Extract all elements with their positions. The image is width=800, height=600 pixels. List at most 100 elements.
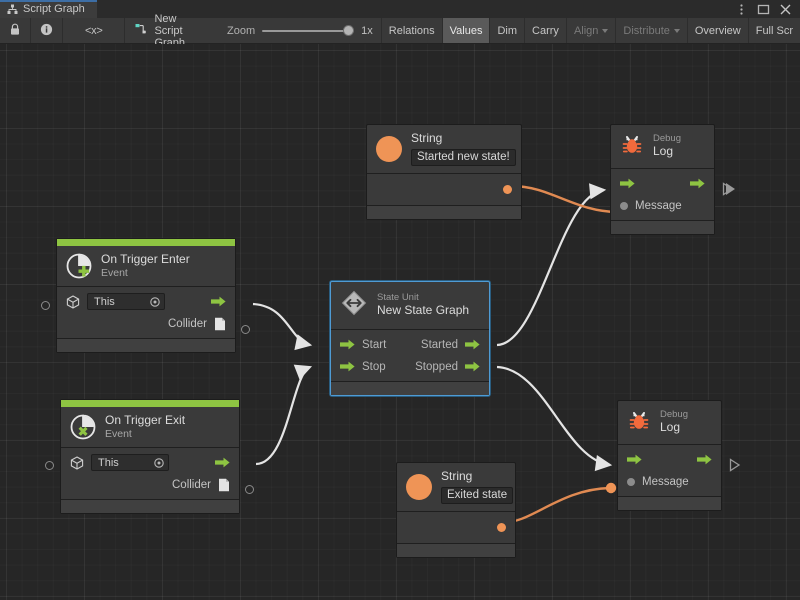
flow-output-port[interactable] (215, 457, 230, 468)
message-input-port[interactable]: Message (627, 476, 689, 488)
node-string-bottom[interactable]: String Exited state (396, 462, 516, 559)
port-row-output (367, 181, 521, 198)
data-port-dot (497, 523, 506, 533)
port-row-stop: Stop Stopped (331, 358, 489, 375)
target-input-port[interactable]: This (70, 454, 169, 471)
toolbar-menu-label: Values (449, 24, 483, 37)
cube-icon (70, 455, 84, 470)
tab-label: Script Graph (23, 3, 85, 15)
start-input-port[interactable]: Start (340, 339, 386, 351)
data-port-dot (503, 185, 512, 195)
string-output-port[interactable] (503, 185, 512, 195)
port-label: Message (642, 475, 689, 488)
message-input-port[interactable]: Message (620, 200, 682, 212)
object-picker-icon[interactable] (150, 296, 160, 307)
node-on-trigger-enter[interactable]: On Trigger Enter Event This (56, 238, 236, 353)
chevron-down-icon (673, 28, 680, 33)
toolbar-menu-label: Dim (497, 24, 518, 37)
zoom-slider-track (262, 29, 355, 32)
flow-output-marker[interactable] (726, 183, 735, 195)
node-footer (367, 205, 521, 220)
toolbar-menu-carry[interactable]: Carry (524, 18, 566, 43)
port-label: Stop (362, 360, 386, 373)
graph-name-field[interactable]: New Script Graph (125, 13, 219, 49)
flow-input-port[interactable] (627, 454, 642, 465)
target-value: This (94, 295, 115, 308)
toolbar-menu-overview[interactable]: Overview (686, 18, 748, 43)
string-output-port[interactable] (497, 523, 506, 533)
cube-icon (66, 294, 80, 309)
state-unit-icon (340, 289, 368, 322)
graph-toolbar: <x> New Script Graph Zoom 1x Relations (0, 13, 800, 49)
node-on-trigger-exit[interactable]: On Trigger Exit Event This (60, 399, 240, 514)
toolbar-menu-align[interactable]: Align (565, 18, 615, 43)
wire-dot-target (605, 482, 617, 494)
zoom-slider-knob[interactable] (343, 25, 355, 36)
port-label: Message (635, 199, 682, 212)
collider-output-port[interactable]: Collider (168, 317, 226, 331)
zoom-value: 1x (361, 24, 373, 37)
arrow-right-icon (627, 454, 642, 465)
info-button[interactable] (31, 18, 63, 43)
close-icon[interactable] (779, 3, 792, 16)
tab-script-graph[interactable]: Script Graph (0, 0, 97, 18)
target-input-port[interactable]: This (66, 293, 165, 310)
stopped-output-port[interactable]: Stopped (415, 361, 480, 373)
toolbar-menu-dim[interactable]: Dim (489, 18, 524, 43)
node-title: New State Graph (377, 303, 470, 318)
node-string-top[interactable]: String Started new state! (366, 124, 522, 221)
flow-output-port[interactable] (697, 454, 712, 465)
flow-output-arrow-outline[interactable] (722, 182, 734, 196)
toolbar-menu-relations[interactable]: Relations (380, 18, 442, 43)
target-input-marker[interactable] (41, 301, 50, 310)
lock-button[interactable] (0, 18, 31, 43)
arrow-right-icon (465, 339, 480, 350)
arrow-right-icon (215, 457, 230, 468)
flow-output-arrow-outline[interactable] (729, 458, 741, 472)
wire-stopped-to-log-bottom (496, 365, 613, 472)
toolbar-menu-values[interactable]: Values (441, 18, 490, 43)
zoom-label: Zoom (227, 24, 256, 37)
flow-output-port[interactable] (211, 296, 226, 307)
target-dropdown[interactable]: This (91, 454, 169, 471)
node-body: Start Started Stop (331, 329, 489, 381)
node-title: String (411, 131, 443, 145)
target-value: This (98, 456, 119, 469)
event-accent-bar (61, 400, 239, 407)
node-title: On Trigger Exit (105, 413, 186, 428)
string-value-input[interactable]: Exited state (441, 486, 514, 505)
port-row-flow (618, 451, 721, 468)
flow-output-port[interactable] (690, 178, 705, 189)
collider-output-port[interactable]: Collider (172, 478, 230, 492)
maximize-icon[interactable] (757, 3, 770, 16)
node-debug-log-bottom[interactable]: Debug Log (617, 400, 722, 511)
target-input-marker[interactable] (45, 461, 54, 470)
target-dropdown[interactable]: This (87, 293, 165, 310)
node-debug-log-top[interactable]: Debug Log (610, 124, 715, 235)
port-row-target: This (57, 293, 235, 310)
string-value-input[interactable]: Started new state! (411, 148, 516, 167)
node-state-unit[interactable]: State Unit New State Graph Start Started (330, 281, 490, 396)
toolbar-menu-fullscreen[interactable]: Full Scr (747, 18, 800, 43)
event-plus-icon (66, 253, 92, 279)
node-header: String Started new state! (367, 125, 521, 173)
code-button[interactable]: <x> (63, 18, 126, 43)
graph-hierarchy-icon (7, 4, 18, 15)
kebab-menu-icon[interactable] (735, 3, 748, 16)
toolbar-menu-distribute[interactable]: Distribute (615, 18, 686, 43)
node-header: Debug Log (611, 125, 714, 168)
stop-input-port[interactable]: Stop (340, 361, 386, 373)
node-footer (397, 543, 515, 558)
toolbar-menu-label: Distribute (623, 24, 670, 37)
node-title: On Trigger Enter (101, 252, 190, 267)
graph-canvas[interactable]: String Started new state! (0, 44, 800, 600)
started-output-port[interactable]: Started (421, 339, 480, 351)
collider-output-marker[interactable] (241, 325, 250, 334)
collider-output-marker[interactable] (245, 485, 254, 494)
flow-input-port[interactable] (620, 178, 635, 189)
script-graph-icon (135, 23, 148, 39)
node-header: String Exited state (397, 463, 515, 511)
zoom-slider[interactable] (262, 25, 355, 37)
object-picker-icon[interactable] (154, 457, 164, 468)
document-icon (215, 317, 225, 330)
